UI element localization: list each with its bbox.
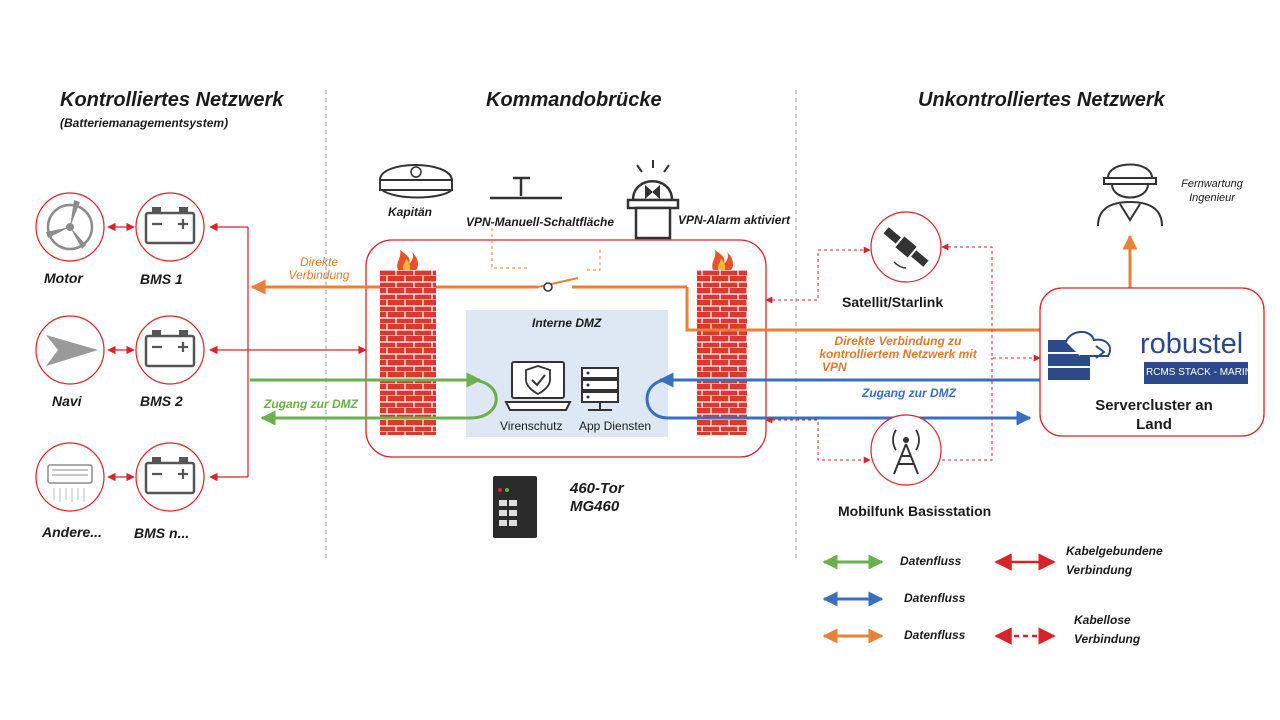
label-direct-vpn-2: kontrolliertem Netzwerk mit: [819, 347, 977, 361]
alarm-beacon-icon: [626, 160, 680, 240]
wireless-links: [765, 243, 1041, 464]
label-navi: Navi: [52, 393, 82, 409]
firewall-left-icon: [380, 250, 436, 435]
legend-wired-2: Verbindung: [1066, 563, 1133, 577]
legend-orange-label: Datenfluss: [904, 628, 966, 642]
label-gateway-2: MG460: [570, 498, 620, 515]
legend-wired-1: Kabelgebundene: [1066, 544, 1163, 558]
gateway-device-icon: [493, 476, 537, 538]
label-remote-1: Fernwartung: [1181, 178, 1243, 190]
brand-logo-text: robustel: [1140, 328, 1244, 360]
label-server-2: Land: [1136, 416, 1172, 433]
label-mobile: Mobilfunk Basisstation: [838, 503, 992, 519]
label-kapitaen: Kapitän: [388, 205, 433, 219]
legend-wireless-1: Kabellose: [1074, 613, 1131, 627]
server-rack-icon: [1048, 331, 1112, 380]
label-direct-1: Direkte: [299, 255, 338, 269]
label-gateway-1: 460-Tor: [570, 480, 624, 497]
label-satellite: Satellit/Starlink: [842, 294, 944, 310]
label-vpn-alarm: VPN-Alarm aktiviert: [678, 213, 791, 227]
app-server-icon: [581, 367, 619, 411]
legend-blue-label: Datenfluss: [904, 591, 966, 605]
bms2-battery-icon: [135, 315, 205, 385]
legend-green-label: Datenfluss: [900, 554, 962, 568]
antivirus-laptop-icon: [504, 361, 572, 411]
label-bms1: BMS 1: [140, 271, 183, 287]
label-vpn-button: VPN-Manuell-Schaltfläche: [466, 215, 615, 229]
brand-badge-text: RCMS STACK - MARINE: [1146, 367, 1259, 378]
label-motor: Motor: [44, 270, 83, 286]
direct-connection-orange: [250, 242, 1132, 332]
navi-icon: [35, 315, 105, 385]
switch-node: [543, 282, 553, 292]
label-andere: Andere...: [42, 524, 102, 540]
engineer-icon: [1097, 163, 1163, 227]
label-remote-2: Ingenieur: [1189, 192, 1235, 204]
captain-hat-icon: [378, 164, 454, 199]
label-app-services: App Diensten: [579, 419, 652, 433]
label-bmsn: BMS n...: [134, 525, 190, 541]
label-internal-dmz: Interne DMZ: [532, 316, 602, 330]
satellite-icon: [870, 211, 942, 283]
label-bms2: BMS 2: [140, 393, 183, 409]
brand-badge-bg: [1144, 362, 1248, 384]
label-direct-2: Verbindung: [288, 268, 350, 282]
vpn-switch-icon: [490, 176, 562, 200]
cell-tower-icon: [870, 414, 942, 486]
bms-bus: [209, 222, 367, 482]
bms1-battery-icon: [135, 192, 205, 262]
label-server-1: Servercluster an: [1095, 397, 1213, 414]
label-antivirus: Virenschutz: [500, 419, 563, 433]
label-direct-vpn-1: Direkte Verbindung zu: [834, 334, 962, 348]
other-device-icon: [35, 442, 105, 512]
legend-wireless-2: Verbindung: [1074, 632, 1141, 646]
vpn-control-dashes: [491, 228, 601, 271]
firewall-right-icon: [697, 250, 747, 435]
label-direct-vpn-3: VPN: [822, 360, 847, 374]
internal-dmz-box: [466, 310, 668, 437]
header-controlled-sub: (Batteriemanagementsystem): [60, 116, 229, 130]
header-uncontrolled: Unkontrolliertes Netzwerk: [918, 89, 1165, 111]
header-bridge: Kommandobrücke: [486, 89, 662, 111]
motor-icon: [35, 192, 105, 262]
bmsn-battery-icon: [135, 442, 205, 512]
label-dmz-access-right: Zugang zur DMZ: [862, 386, 956, 400]
label-dmz-access-left: Zugang zur DMZ: [264, 397, 358, 411]
header-controlled: Kontrolliertes Netzwerk: [60, 89, 284, 111]
